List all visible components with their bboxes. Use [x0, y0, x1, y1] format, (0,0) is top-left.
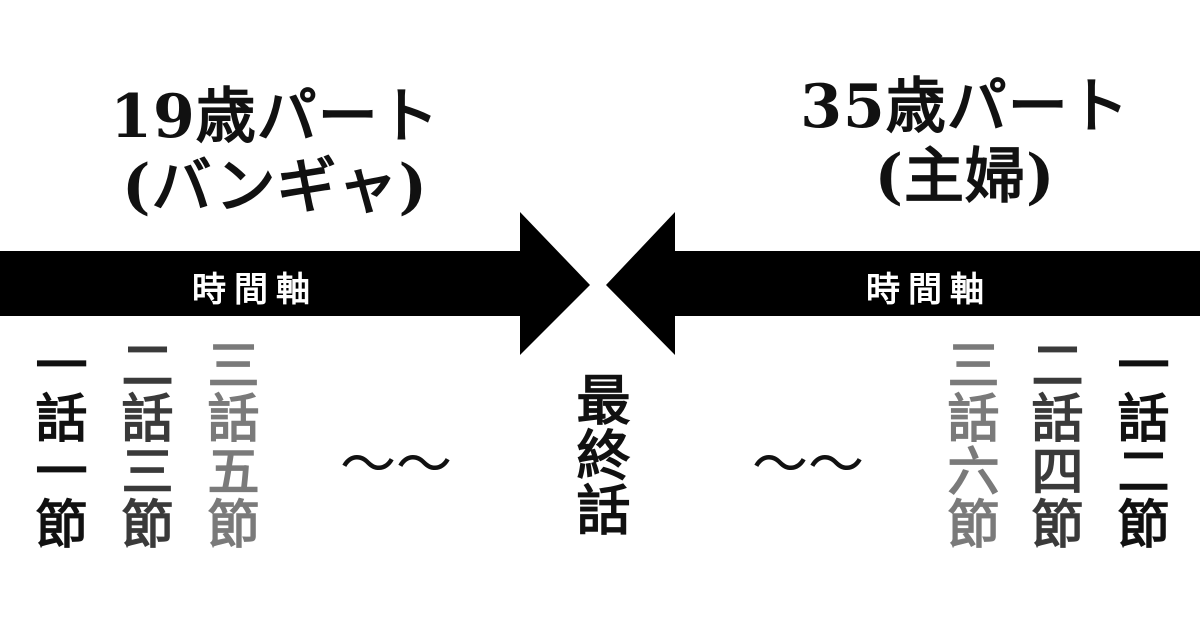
title-19-part-line2: (バンギャ)	[122, 152, 428, 222]
right-axis-label: 時間軸	[866, 270, 992, 310]
title-35-part-line2: (主婦)	[874, 142, 1056, 212]
left-chapter-2: 二話三節	[112, 338, 173, 550]
right-chapter-2: 二話四節	[1022, 338, 1083, 550]
left-chapter-1: 一話一節	[26, 338, 87, 550]
left-timeline-arrow	[0, 212, 590, 355]
right-timeline-arrow	[606, 212, 1200, 355]
title-19-part: 19歳パート (バンギャ)	[60, 82, 490, 222]
right-chapter-3: 三話六節	[938, 338, 999, 550]
ellipsis-right: 〜〜	[752, 433, 864, 498]
final-episode: 最終話	[567, 372, 631, 537]
left-axis-label: 時間軸	[192, 270, 318, 310]
title-35-part: 35歳パート (主婦)	[745, 72, 1185, 212]
right-chapter-1: 一話二節	[1108, 338, 1169, 550]
left-chapter-3: 三話五節	[198, 338, 259, 550]
title-35-part-line1: 35歳パート	[800, 72, 1130, 142]
title-19-part-line1: 19歳パート	[110, 82, 440, 152]
ellipsis-left: 〜〜	[340, 433, 452, 498]
